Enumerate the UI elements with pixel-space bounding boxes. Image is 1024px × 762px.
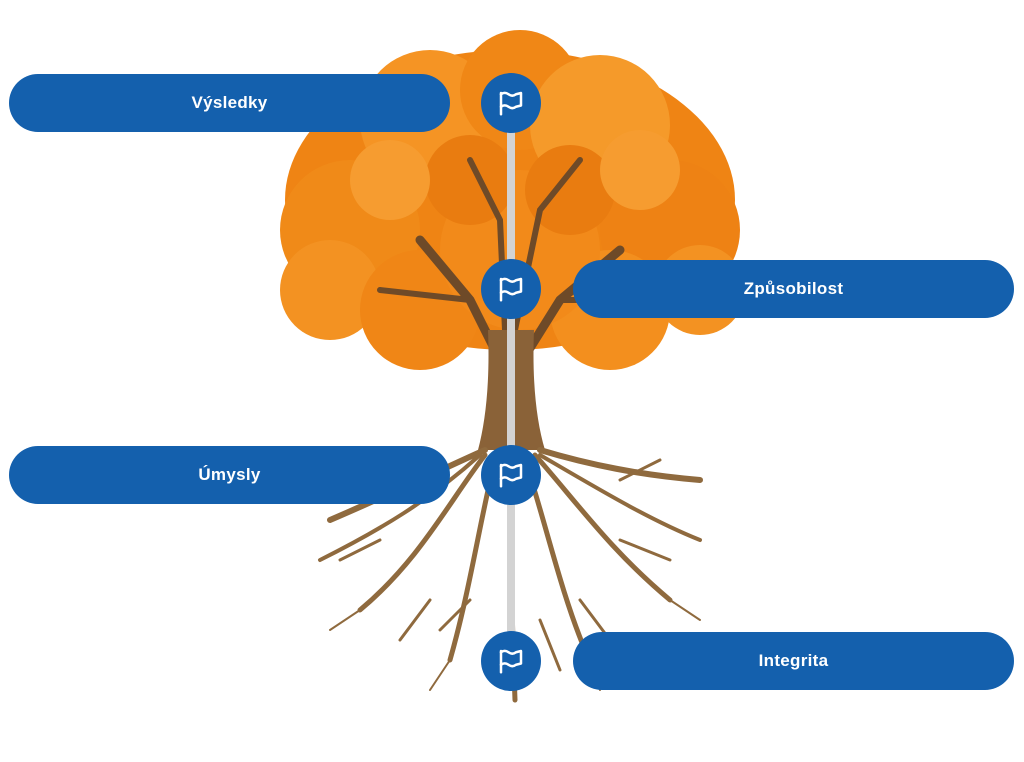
flag-icon	[499, 649, 523, 674]
marker-4	[481, 631, 541, 691]
marker-3	[481, 445, 541, 505]
label-pill-4: Integrita	[573, 632, 1014, 690]
label-text-3: Úmysly	[198, 465, 261, 484]
label-text-1: Výsledky	[191, 93, 268, 112]
marker-2	[481, 259, 541, 319]
label-pill-2: Způsobilost	[573, 260, 1014, 318]
label-text-2: Způsobilost	[743, 279, 844, 298]
flag-icon	[499, 277, 523, 302]
flag-icon	[499, 91, 523, 116]
timeline-spine	[507, 100, 515, 662]
label-pill-1: Výsledky	[9, 74, 450, 132]
flag-icon	[499, 463, 523, 488]
marker-1	[481, 73, 541, 133]
label-pill-3: Úmysly	[9, 446, 450, 504]
label-text-4: Integrita	[758, 651, 829, 670]
